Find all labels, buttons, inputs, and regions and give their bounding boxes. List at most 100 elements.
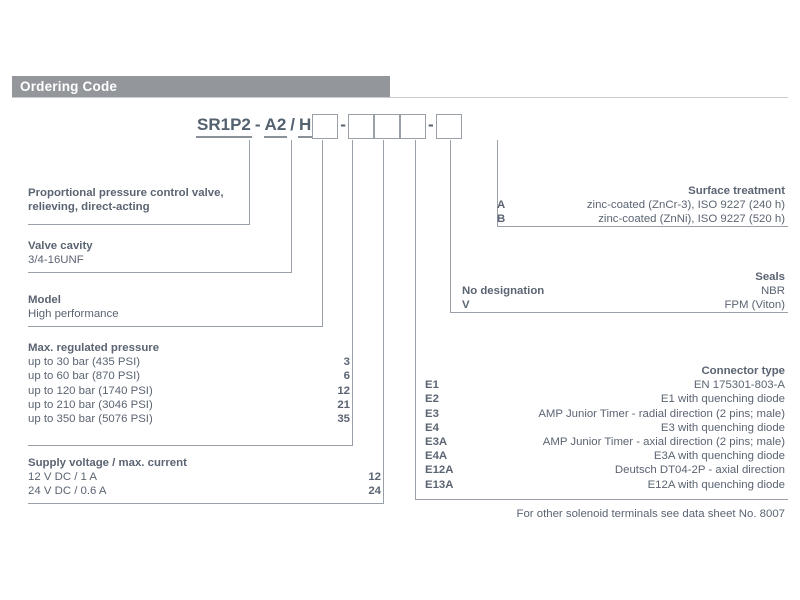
surface-treatment-title: Surface treatment [688,185,785,197]
connector-row-code: E3A [425,436,448,449]
model-value: High performance [28,308,119,321]
pressure-row-code: 12 [337,384,350,397]
header-divider-rule [12,97,788,98]
connector-row-code: E12A [425,464,454,477]
leader-line-connector-vertical [415,140,416,499]
block-connector-type: Connector type E1 EN 175301-803-A E2 E1 … [425,364,785,492]
valve-cavity-value: 3/4-16UNF [28,254,84,267]
connector-type-note: For other solenoid terminals see data sh… [516,508,785,520]
page-title: Ordering Code [20,79,118,94]
pressure-title: Max. regulated pressure [28,342,160,354]
product-description-line1: Proportional pressure control valve, [28,187,224,199]
code-box-pressure[interactable] [312,113,339,139]
leader-line-surface-horizontal [497,226,788,227]
code-box-connector[interactable] [373,113,400,139]
surface-row-desc: zinc-coated (ZnNi), ISO 9227 (520 h) [598,213,785,226]
ordering-code-string: SR1P2 - A2 / H - - [196,112,462,140]
leader-line-cavity-horizontal [28,272,292,273]
code-box-seals[interactable] [399,113,426,139]
leader-line-voltage-vertical [383,140,384,503]
code-separator-dash-3: - [427,114,434,134]
leader-line-seals-horizontal [450,312,788,313]
connector-row: E2 E1 with quenching diode [425,392,785,406]
connector-row: E1 EN 175301-803-A [425,378,785,392]
model-title: Model [28,294,61,306]
pressure-row-desc: up to 30 bar (435 PSI) [28,356,141,369]
surface-row-desc: zinc-coated (ZnCr-3), ISO 9227 (240 h) [586,199,785,212]
voltage-title: Supply voltage / max. current [28,457,187,469]
connector-row: E4 E3 with quenching diode [425,421,785,435]
block-product-description: Proportional pressure control valve, rel… [28,186,258,214]
seals-title: Seals [755,271,785,283]
pressure-row-desc: up to 210 bar (3046 PSI) [28,398,153,411]
seals-row-code: V [462,299,470,312]
block-surface-treatment: Surface treatment A zinc-coated (ZnCr-3)… [497,184,785,227]
leader-line-pressure-vertical [352,140,353,445]
connector-row-code: E2 [425,393,439,406]
code-segment-cavity: A2 [263,115,288,138]
surface-row-code: A [497,199,506,212]
voltage-row-code: 24 [368,485,381,498]
connector-row-code: E13A [425,478,454,491]
pressure-row: up to 30 bar (435 PSI) 3 [28,355,350,369]
leader-line-model-horizontal [28,326,323,327]
pressure-row-desc: up to 60 bar (870 PSI) [28,370,141,383]
block-model: Model High performance [28,293,318,321]
voltage-row: 24 V DC / 0.6 A 24 [28,484,381,498]
connector-row-code: E4A [425,450,448,463]
leader-line-cavity-vertical [291,140,292,272]
code-separator-slash: / [290,114,296,134]
ordering-code-header-bar [12,76,390,98]
pressure-row: up to 350 bar (5076 PSI) 35 [28,412,350,426]
pressure-row: up to 210 bar (3046 PSI) 21 [28,398,350,412]
seals-row: V FPM (Viton) [462,298,785,312]
connector-row-desc: Deutsch DT04-2P - axial direction [614,464,785,477]
connector-row-desc: E3A with quenching diode [653,450,785,463]
connector-row: E12A Deutsch DT04-2P - axial direction [425,463,785,477]
seals-row-desc: FPM (Viton) [724,299,785,312]
connector-row-code: E4 [425,421,439,434]
code-box-voltage[interactable] [347,113,374,139]
valve-cavity-title: Valve cavity [28,240,93,252]
block-valve-cavity: Valve cavity 3/4-16UNF [28,239,288,267]
block-supply-voltage: Supply voltage / max. current 12 V DC / … [28,456,381,499]
leader-line-pressure-horizontal [28,445,353,446]
code-separator-dash-2: - [340,114,346,134]
voltage-row-code: 12 [368,471,381,484]
connector-row: E4A E3A with quenching diode [425,449,785,463]
connector-type-title: Connector type [701,365,785,377]
seals-row-code: No designation [462,285,545,298]
code-separator-dash-1: - [254,114,261,134]
connector-row-code: E1 [425,379,439,392]
code-segment-series: SR1P2 [196,115,252,138]
pressure-row: up to 120 bar (1740 PSI) 12 [28,384,350,398]
leader-line-seals-vertical [450,140,451,312]
connector-row-desc: AMP Junior Timer - radial direction (2 p… [538,407,785,420]
block-max-regulated-pressure: Max. regulated pressure up to 30 bar (43… [28,341,350,426]
surface-treatment-row: A zinc-coated (ZnCr-3), ISO 9227 (240 h) [497,198,785,212]
leader-line-product-vertical [249,140,250,224]
product-description-line2: relieving, direct-acting [28,201,150,214]
connector-row: E3 AMP Junior Timer - radial direction (… [425,407,785,421]
pressure-row-desc: up to 350 bar (5076 PSI) [28,413,153,426]
seals-row-desc: NBR [760,285,785,298]
code-box-surface[interactable] [435,113,462,139]
connector-row: E3A AMP Junior Timer - axial direction (… [425,435,785,449]
pressure-row-desc: up to 120 bar (1740 PSI) [28,384,153,397]
pressure-row-code: 3 [343,356,350,369]
surface-row-code: B [497,213,506,226]
connector-row-code: E3 [425,407,439,420]
block-seals: Seals No designation NBR V FPM (Viton) [462,270,785,313]
code-segment-model: H [298,115,313,138]
leader-line-product-horizontal [28,224,250,225]
pressure-row-code: 21 [337,398,350,411]
connector-row: E13A E12A with quenching diode [425,478,785,492]
voltage-row-desc: 12 V DC / 1 A [28,471,98,484]
voltage-row: 12 V DC / 1 A 12 [28,470,381,484]
connector-row-desc: EN 175301-803-A [693,379,785,392]
pressure-row-code: 6 [343,370,350,383]
connector-row-desc: E1 with quenching diode [660,393,785,406]
leader-line-surface-vertical [497,140,498,226]
pressure-row-code: 35 [337,413,350,426]
leader-line-voltage-horizontal [28,503,384,504]
